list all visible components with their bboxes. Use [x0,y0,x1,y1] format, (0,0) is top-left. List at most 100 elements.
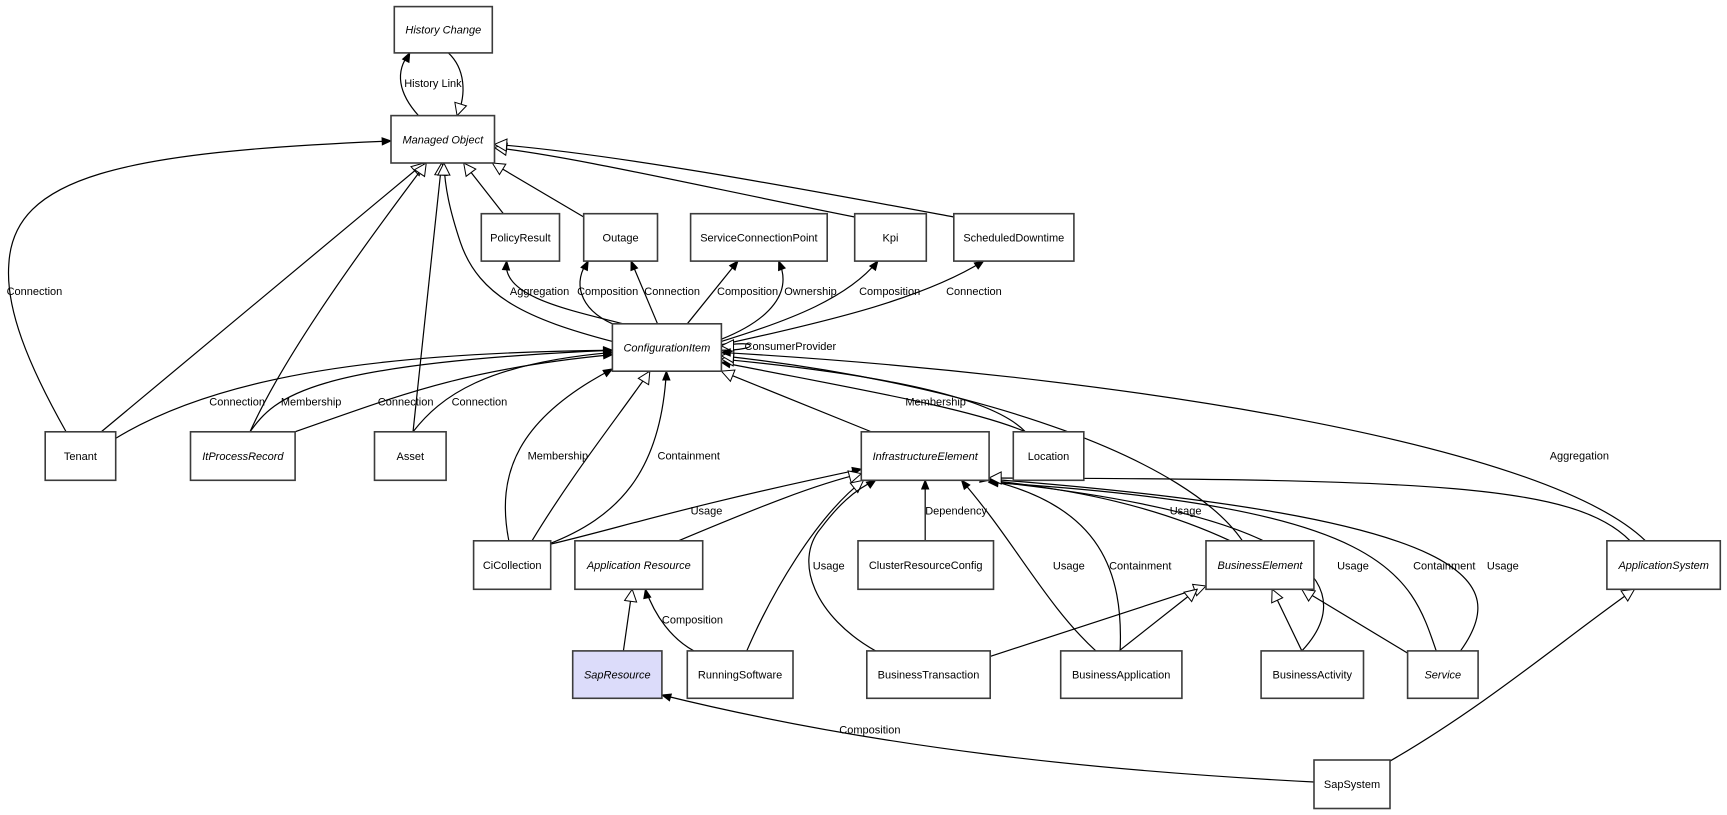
edge-generalization [436,161,613,343]
class-box[interactable] [480,212,561,262]
association-arrowhead-icon [643,587,652,600]
edge-generalization [1271,588,1303,652]
edge-line [412,162,443,432]
edge-association-composition [686,259,739,325]
edge-label: Usage [1053,560,1085,572]
class-node-runningsoftware[interactable]: RunningSoftware [686,650,794,700]
class-node-managed-object[interactable]: Managed Object [390,114,496,164]
edge-label: Composition [717,286,778,298]
class-node-history-change[interactable]: History Change [393,5,494,54]
class-node-application-resource[interactable]: Application Resource [574,539,704,591]
class-box[interactable] [853,212,928,262]
class-box[interactable] [686,650,794,700]
edge-line [988,479,1122,651]
class-node-sapsystem[interactable]: SapSystem [1313,759,1391,810]
edge-line [1118,588,1198,652]
class-box[interactable] [574,539,704,591]
class-node-outage[interactable]: Outage [582,212,659,262]
class-box[interactable] [1406,650,1479,700]
class-box[interactable] [1313,759,1391,810]
class-node-infrastructureelement[interactable]: InfrastructureElement [860,430,990,482]
class-node-asset[interactable]: Asset [373,430,447,482]
class-name: Tenant [64,451,97,463]
class-box[interactable] [1260,650,1365,700]
edge-association-connection [294,351,614,433]
class-box[interactable] [1012,430,1085,482]
edge-label: Membership [528,450,589,462]
generalization-arrowhead-icon [493,138,508,152]
edge-line [531,370,651,542]
class-name: ScheduledDowntime [963,232,1064,244]
class-node-clusterresourceconfig[interactable]: ClusterResourceConfig [857,539,995,591]
class-name: Location [1028,451,1070,463]
class-node-location[interactable]: Location [1012,430,1085,482]
edge-line [249,162,427,432]
class-name: Managed Object [402,134,484,146]
class-box[interactable] [393,5,494,54]
association-arrowhead-icon [580,259,589,272]
class-box[interactable] [952,212,1075,262]
class-box[interactable] [860,430,990,482]
class-box[interactable] [1059,650,1183,700]
class-box[interactable] [373,430,447,482]
class-node-tenant[interactable]: Tenant [44,430,117,482]
class-box[interactable] [582,212,659,262]
class-node-itprocessrecord[interactable]: ItProcessRecord [189,430,296,482]
class-node-sapresource[interactable]: SapResource [571,650,663,700]
edge-line [721,355,1243,542]
edge-association-dependency [920,478,930,541]
class-box[interactable] [571,650,663,700]
edge-association-composition [643,587,695,652]
class-node-policyresult[interactable]: PolicyResult [480,212,561,262]
class-name: BusinessApplication [1072,670,1170,682]
edge-association-membership [720,360,1026,433]
class-node-businessapplication[interactable]: BusinessApplication [1059,650,1183,700]
edge-label: Usage [1337,560,1369,572]
generalization-arrowhead-icon [637,370,651,386]
edge-label: Membership [905,396,966,408]
class-box[interactable] [390,114,496,164]
class-box[interactable] [865,650,991,700]
class-node-businesselement[interactable]: BusinessElement [1205,539,1315,591]
generalization-arrowhead-icon [623,588,638,603]
edge-association-composition [721,259,879,343]
edge-generalization [720,369,872,433]
edge-generalization [447,52,468,117]
edge-generalization [746,479,865,652]
edge-label: Dependency [925,505,987,517]
class-node-service[interactable]: Service [1406,650,1479,700]
edge-generalization [412,161,448,432]
edge-generalization [720,353,1026,433]
class-node-kpi[interactable]: Kpi [853,212,928,262]
class-box[interactable] [857,539,995,591]
association-arrowhead-icon [602,348,614,358]
class-name: BusinessTransaction [878,670,980,682]
class-node-applicationsystem[interactable]: ApplicationSystem [1606,539,1722,591]
class-box[interactable] [1606,539,1722,591]
class-node-scheduleddowntime[interactable]: ScheduledDowntime [952,212,1075,262]
edge-generalization [493,138,954,218]
edge-generalization [531,370,651,542]
class-box[interactable] [189,430,296,482]
class-name: ApplicationSystem [1617,560,1709,572]
generalization-arrowhead-icon [436,161,451,176]
class-box[interactable] [1205,539,1315,591]
class-node-cicollection[interactable]: CiCollection [472,539,552,591]
class-name: Service [1424,670,1461,682]
class-node-businessactivity[interactable]: BusinessActivity [1260,650,1365,700]
edge-line [989,585,1207,658]
association-arrowhead-icon [728,259,739,271]
class-box[interactable] [44,430,117,482]
class-box[interactable] [689,212,828,262]
edge-label: Connection [946,286,1002,298]
class-node-configurationitem[interactable]: ConfigurationItem [611,322,723,372]
edge-line [721,361,1026,433]
class-box[interactable] [472,539,552,591]
edge-label: Composition [839,725,900,737]
class-box[interactable] [611,322,723,372]
edge-association-connection [721,260,985,346]
edge-line [504,368,613,541]
class-node-businesstransaction[interactable]: BusinessTransaction [865,650,991,700]
class-node-serviceconnectionpoint[interactable]: ServiceConnectionPoint [689,212,828,262]
